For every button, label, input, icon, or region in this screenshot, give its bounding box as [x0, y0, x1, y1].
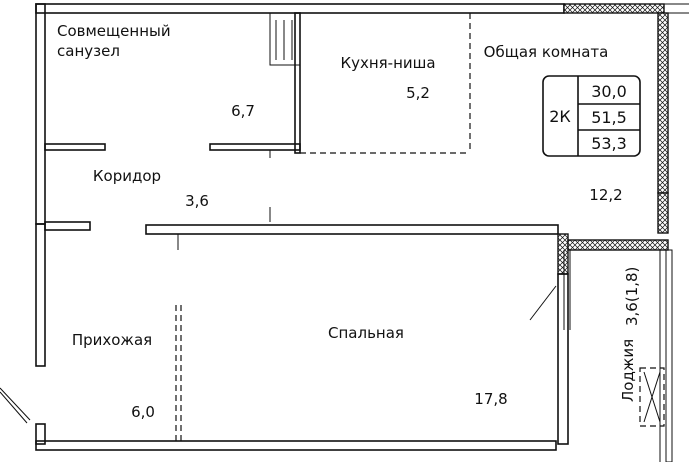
top-wall-hatched [563, 3, 665, 14]
living-label: Общая комната [484, 43, 609, 61]
living-area: 12,2 [589, 186, 622, 204]
kitchen-area: 5,2 [406, 84, 430, 102]
summary-box [542, 75, 641, 157]
top-wall [35, 3, 565, 14]
bedroom-label: Спальная [328, 324, 404, 342]
left-wall-lower [35, 223, 46, 367]
bedroom-top-wall [145, 224, 559, 235]
room-labels: Совмещенный санузел 6,7 Кухня-ниша 5,2 О… [57, 22, 641, 421]
hall-area: 6,0 [131, 403, 155, 421]
bathroom-label-line2: санузел [57, 42, 120, 60]
corridor-label: Коридор [93, 167, 161, 185]
bathroom-area: 6,7 [231, 102, 255, 120]
loggia-area: 3,6(1,8) [623, 267, 641, 326]
living-area-value: 30,0 [591, 82, 627, 101]
total-area-value: 51,5 [591, 108, 627, 127]
bottom-wall [35, 440, 557, 451]
balcony-door [529, 285, 557, 321]
right-wall-upper [657, 12, 669, 194]
corridor-area: 3,6 [185, 192, 209, 210]
kitchen-label: Кухня-ниша [340, 54, 435, 72]
entrance-door [0, 387, 31, 421]
summary-table: 2К 30,0 51,5 53,3 [542, 75, 641, 157]
hall-label: Прихожая [72, 331, 152, 349]
loggia-ac-unit [639, 367, 665, 427]
bedroom-area: 17,8 [474, 390, 507, 408]
total-with-loggia-value: 53,3 [591, 134, 627, 153]
apartment-type: 2К [549, 107, 571, 126]
interior-walls [44, 12, 673, 462]
left-wall-upper [35, 3, 46, 225]
loggia-label: Лоджия [619, 339, 637, 402]
bathroom-label-line1: Совмещенный [57, 22, 171, 40]
loggia-outer-wall [665, 249, 673, 462]
